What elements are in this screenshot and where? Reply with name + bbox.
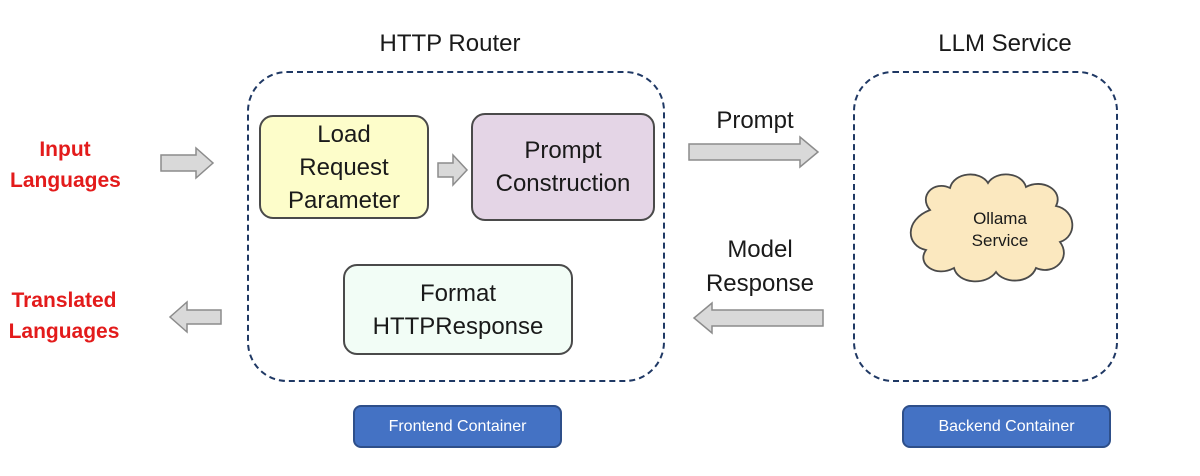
- translated-languages-label: Translated Languages: [0, 285, 128, 347]
- ollama-cloud-shape: [909, 173, 1074, 283]
- input-languages-label: Input Languages: [10, 134, 121, 196]
- output-label-line-1: Translated: [11, 289, 117, 312]
- backend-container-frame: [853, 71, 1118, 382]
- backend-container-badge: Backend Container: [902, 405, 1111, 448]
- frontend-container-frame: [247, 71, 665, 382]
- format-box-line-1: Format: [419, 279, 496, 307]
- ollama-line-1: Ollama: [973, 209, 1027, 228]
- input-label-line-2: Languages: [10, 169, 121, 192]
- model-response-line-1: Model: [727, 236, 793, 263]
- response-to-format-arrow: [692, 301, 824, 335]
- prompt-box-line-2: Construction: [495, 170, 631, 197]
- frontend-container-badge: Frontend Container: [353, 405, 562, 448]
- load-box-line-2: Request: [299, 153, 389, 181]
- format-httpresponse-box: Format HTTPResponse: [343, 264, 573, 355]
- load-to-prompt-arrow: [437, 153, 469, 187]
- prompt-box-line-1: Prompt: [524, 137, 602, 164]
- http-router-title: HTTP Router: [379, 30, 521, 57]
- format-box-line-2: HTTPResponse: [372, 312, 544, 340]
- load-box-line-1: Load: [317, 120, 371, 148]
- load-box-line-3: Parameter: [287, 186, 401, 214]
- ollama-service-label: Ollama Service: [950, 208, 1050, 252]
- input-label-line-1: Input: [39, 138, 91, 161]
- prompt-to-service-arrow: [688, 135, 820, 169]
- prompt-construction-box: Prompt Construction: [471, 113, 655, 221]
- prompt-edge-label: Prompt: [716, 107, 794, 134]
- model-response-line-2: Response: [705, 270, 815, 297]
- model-response-edge-label: Model Response: [695, 233, 825, 301]
- output-arrow: [168, 300, 222, 334]
- input-arrow: [160, 146, 215, 180]
- ollama-line-2: Service: [971, 231, 1029, 250]
- llm-service-title: LLM Service: [938, 30, 1072, 57]
- load-request-parameter-box: Load Request Parameter: [259, 115, 429, 219]
- output-label-line-2: Languages: [8, 320, 120, 343]
